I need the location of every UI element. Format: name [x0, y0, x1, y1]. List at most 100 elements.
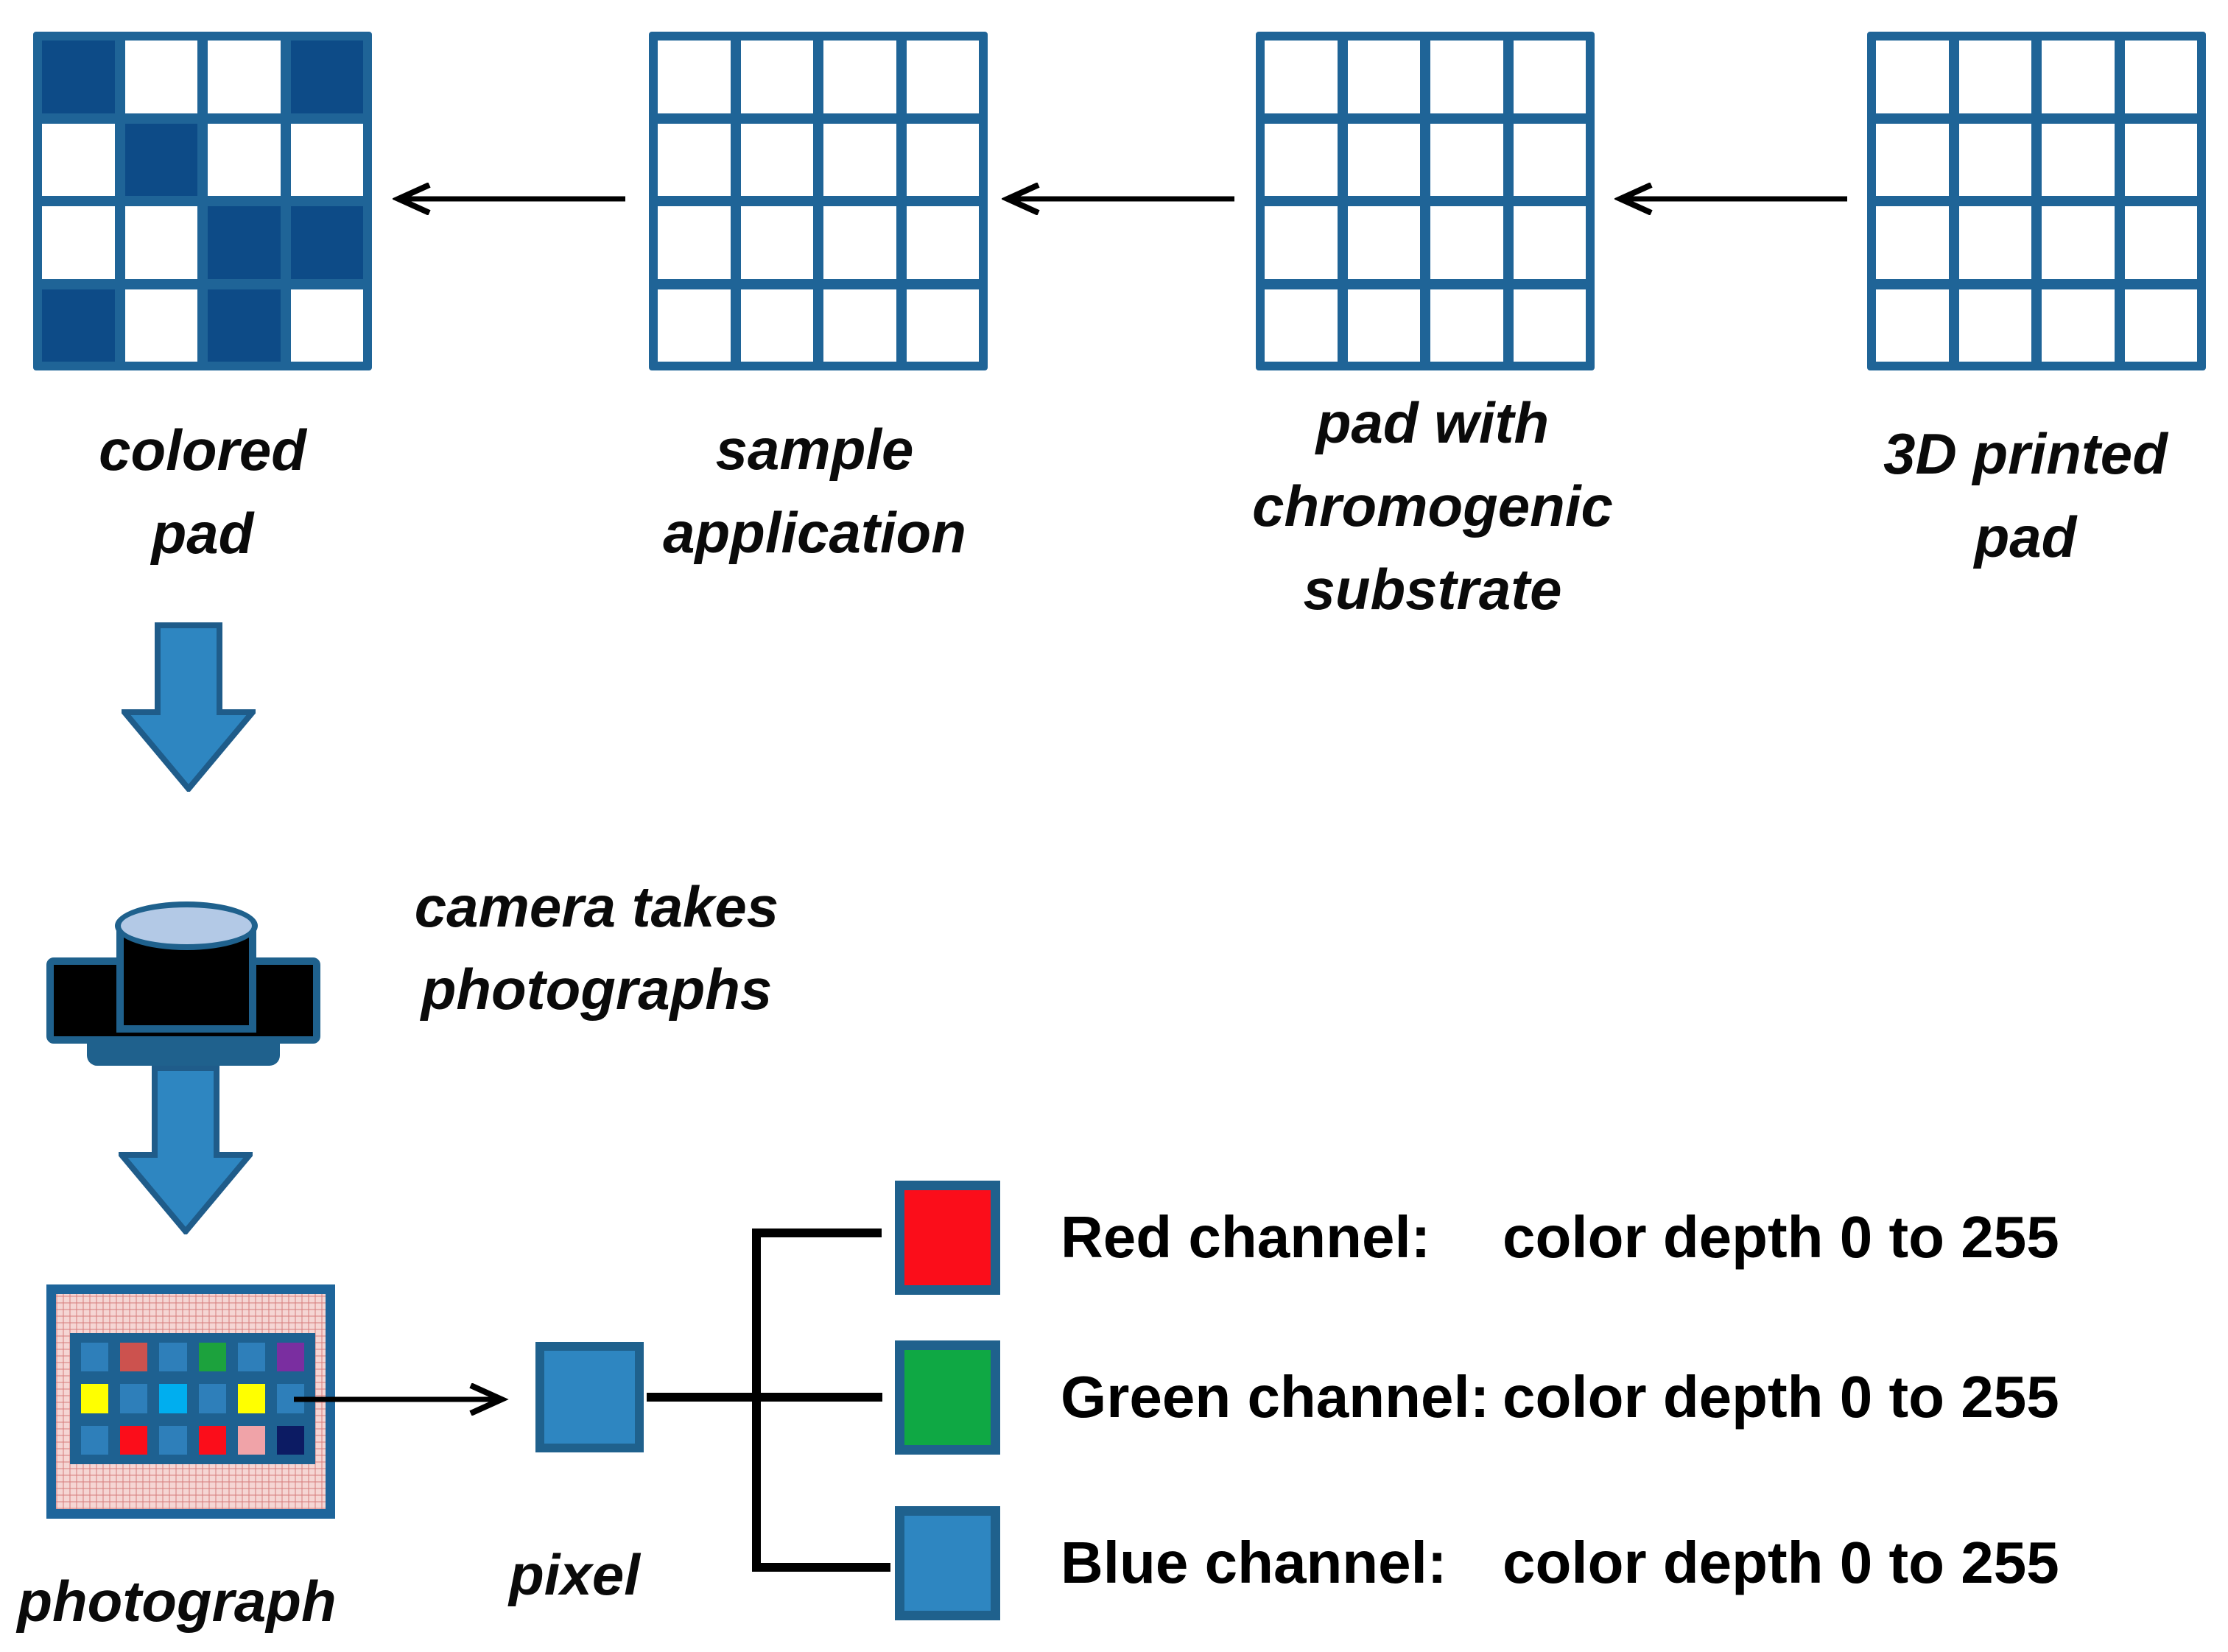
pad-cell-empty — [740, 289, 813, 362]
pad-cell-empty — [1265, 41, 1338, 113]
pad-cell-empty — [1513, 206, 1586, 279]
colored-pad-grid — [33, 32, 372, 370]
sample-application-grid — [649, 32, 988, 370]
pad-cell-empty — [1513, 289, 1586, 362]
pad-cell-empty — [2042, 206, 2115, 279]
photo-cell-ir — [120, 1343, 148, 1372]
photo-cell-b — [198, 1384, 226, 1413]
pixel-swatch — [535, 1342, 644, 1452]
label-line: substrate — [1303, 557, 1562, 622]
photo-cell-pk — [237, 1425, 265, 1455]
photo-cell-y — [81, 1384, 109, 1413]
pad-cell-empty — [1347, 206, 1420, 279]
pad-cell-empty — [2124, 123, 2197, 196]
pad-cell-empty — [208, 123, 281, 196]
pad-cell-empty — [1513, 41, 1586, 113]
label-line: application — [663, 500, 966, 565]
label-line: sample — [715, 417, 914, 482]
pad-cell-filled — [208, 206, 281, 279]
pad-cell-filled — [124, 123, 197, 196]
connector-line-top — [752, 1229, 882, 1237]
printed-pad-label: 3D printed pad — [1804, 412, 2228, 579]
green-channel-label: Green channel: — [1061, 1364, 1490, 1430]
red-channel-label: Red channel: — [1061, 1204, 1431, 1270]
blue-channel-depth: color depth 0 to 255 — [1503, 1530, 2059, 1595]
green-channel-depth: color depth 0 to 255 — [1503, 1364, 2059, 1430]
pad-cell-empty — [1958, 123, 2031, 196]
pad-cell-empty — [740, 123, 813, 196]
photo-cell-c — [159, 1384, 187, 1413]
pad-cell-empty — [124, 206, 197, 279]
pad-cell-filled — [42, 41, 115, 113]
photo-cell-b — [159, 1343, 187, 1372]
blue-channel-label: Blue channel: — [1061, 1530, 1447, 1595]
pad-cell-empty — [1958, 41, 2031, 113]
photo-cell-b — [120, 1384, 148, 1413]
pad-cell-empty — [1430, 123, 1503, 196]
photo-cell-n — [276, 1425, 304, 1455]
left-arrow-icon — [1614, 183, 1847, 215]
pixel-label: pixel — [509, 1542, 640, 1607]
pad-cell-empty — [1430, 289, 1503, 362]
pad-cell-empty — [1347, 123, 1420, 196]
pad-cell-empty — [906, 123, 979, 196]
pad-cell-empty — [658, 289, 731, 362]
pad-cell-empty — [1513, 123, 1586, 196]
pad-cell-empty — [823, 123, 896, 196]
label-line: 3D printed — [1883, 421, 2168, 486]
pad-cell-empty — [1430, 206, 1503, 279]
photograph-color-panel — [70, 1333, 315, 1464]
connector-line-bottom — [752, 1563, 890, 1572]
label-line: colored — [99, 418, 306, 482]
pad-cell-empty — [1347, 41, 1420, 113]
photo-cell-g — [198, 1343, 226, 1372]
pad-cell-empty — [124, 41, 197, 113]
photo-cell-b — [81, 1343, 109, 1372]
blue-channel-swatch — [895, 1506, 1000, 1620]
photo-cell-b — [81, 1425, 109, 1455]
pad-cell-empty — [740, 206, 813, 279]
pad-cell-empty — [42, 206, 115, 279]
camera-lens-glass-icon — [115, 901, 258, 950]
left-arrow-icon — [393, 183, 625, 215]
pad-cell-empty — [658, 123, 731, 196]
pad-cell-empty — [823, 289, 896, 362]
pad-cell-empty — [740, 41, 813, 113]
pad-cell-empty — [1876, 289, 1949, 362]
down-arrow-icon — [119, 1065, 253, 1234]
pad-cell-empty — [906, 41, 979, 113]
pad-cell-empty — [906, 289, 979, 362]
red-channel-depth: color depth 0 to 255 — [1503, 1204, 2059, 1270]
label-line: chromogenic — [1252, 474, 1613, 538]
photo-cell-r — [198, 1425, 226, 1455]
down-arrow-icon — [122, 622, 256, 792]
pad-cell-empty — [1876, 206, 1949, 279]
pad-cell-filled — [290, 206, 363, 279]
camera-base-icon — [87, 1041, 280, 1066]
pad-cell-empty — [208, 41, 281, 113]
pad-cell-empty — [1265, 289, 1338, 362]
pad-cell-empty — [823, 41, 896, 113]
pad-cell-empty — [1265, 123, 1338, 196]
photo-cell-y — [237, 1384, 265, 1413]
pad-cell-empty — [1958, 206, 2031, 279]
pad-cell-empty — [658, 206, 731, 279]
pad-cell-empty — [42, 123, 115, 196]
pad-cell-empty — [823, 206, 896, 279]
right-arrow-icon — [294, 1383, 509, 1416]
camera-label: camera takes photographs — [376, 865, 818, 1030]
pad-cell-empty — [1958, 289, 2031, 362]
printed-pad-grid — [1867, 32, 2206, 370]
left-arrow-icon — [1002, 183, 1234, 215]
photo-cell-b — [159, 1425, 187, 1455]
photo-cell-b — [237, 1343, 265, 1372]
label-line: pad — [1974, 505, 2077, 569]
pad-cell-filled — [290, 41, 363, 113]
pad-cell-empty — [2124, 41, 2197, 113]
red-channel-swatch — [895, 1181, 1000, 1295]
pad-cell-empty — [1876, 41, 1949, 113]
pad-cell-empty — [290, 123, 363, 196]
label-line: photographs — [421, 957, 773, 1022]
pad-cell-empty — [124, 289, 197, 362]
